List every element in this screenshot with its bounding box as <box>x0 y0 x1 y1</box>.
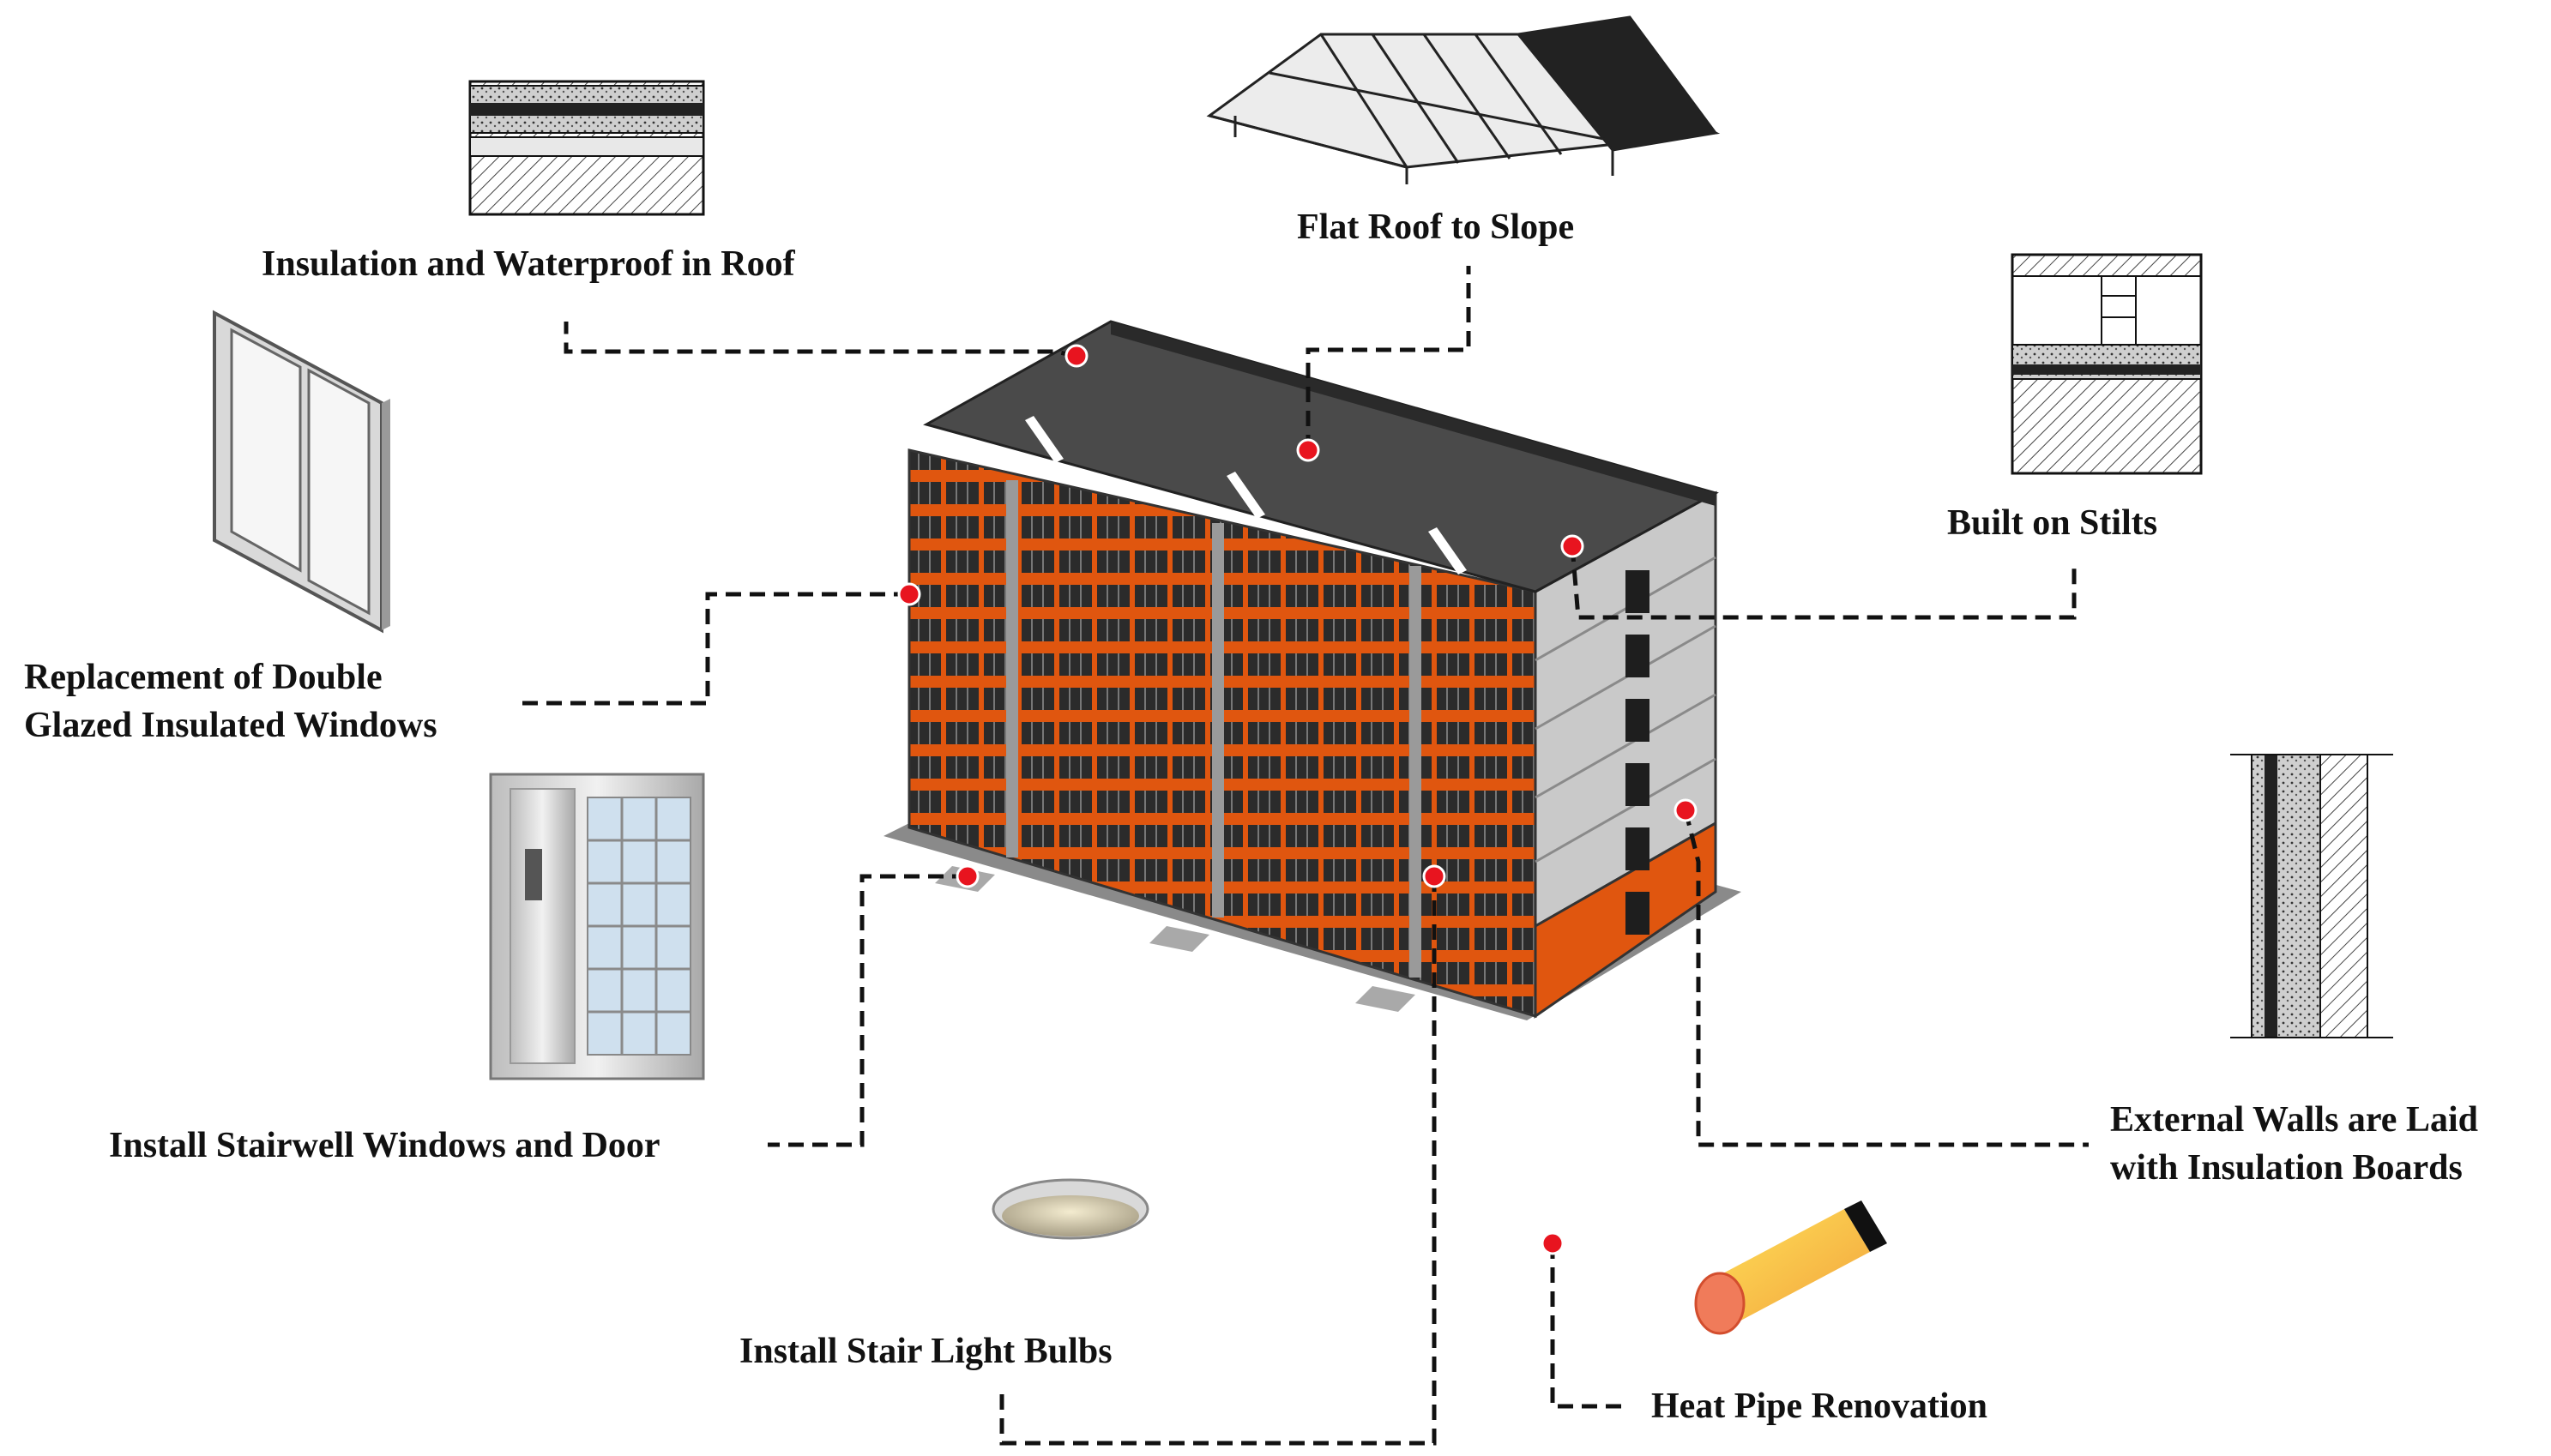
label-roof-insulation: Insulation and Waterproof in Roof <box>262 244 795 284</box>
label-windows-line2: Glazed Insulated Windows <box>24 706 437 745</box>
roof-vents <box>1025 416 1467 575</box>
leader-stilts <box>1570 545 2077 620</box>
building-model <box>884 320 1741 1020</box>
markers <box>897 344 1698 1255</box>
stair-light-bulb-drawing <box>992 1178 1149 1240</box>
marker-windows <box>897 582 921 606</box>
sloped-roof-truss-drawing <box>1206 15 1721 184</box>
marker-flat-roof <box>1296 438 1320 462</box>
label-windows-line1: Replacement of Double <box>24 658 383 697</box>
leader-roof-insulation <box>564 322 1077 358</box>
side-stair-windows <box>1625 570 1649 935</box>
label-stilts: Built on Stilts <box>1947 503 2158 543</box>
marker-external-walls <box>1674 798 1698 822</box>
label-heat-pipe: Heat Pipe Renovation <box>1651 1387 1987 1426</box>
marker-stairwell-door <box>956 864 980 888</box>
label-stairwell-door: Install Stairwell Windows and Door <box>109 1126 660 1165</box>
marker-heat-pipe <box>1541 1231 1565 1255</box>
marker-stilts <box>1560 534 1584 558</box>
leader-external-walls <box>1683 809 2089 1147</box>
stilts-section-drawing <box>2011 253 2203 475</box>
marker-roof-insulation <box>1064 344 1089 368</box>
stairwell-door-drawing <box>489 773 705 1080</box>
heat-pipe-drawing <box>1694 1200 1887 1335</box>
label-external-walls: External Walls are Laid with Insulation … <box>2110 1096 2478 1192</box>
label-external-walls-line1: External Walls are Laid <box>2110 1100 2478 1140</box>
label-flat-roof: Flat Roof to Slope <box>1297 208 1575 247</box>
leader-windows <box>519 592 909 706</box>
facade-bays <box>1006 480 1421 978</box>
marker-stair-bulbs <box>1422 864 1446 888</box>
leader-flat-roof <box>1306 266 1471 450</box>
label-stair-bulbs: Install Stair Light Bulbs <box>739 1332 1113 1371</box>
leader-stair-bulbs <box>999 876 1437 1446</box>
label-external-walls-line2: with Insulation Boards <box>2110 1148 2463 1188</box>
external-wall-section-drawing <box>2230 754 2393 1038</box>
leader-heat-pipe <box>1550 1243 1625 1409</box>
label-windows: Replacement of Double Glazed Insulated W… <box>24 653 437 749</box>
leader-stairwell-door <box>768 874 968 1147</box>
double-glazed-window-drawing <box>213 310 390 634</box>
roof-insulation-section-drawing <box>468 80 705 216</box>
